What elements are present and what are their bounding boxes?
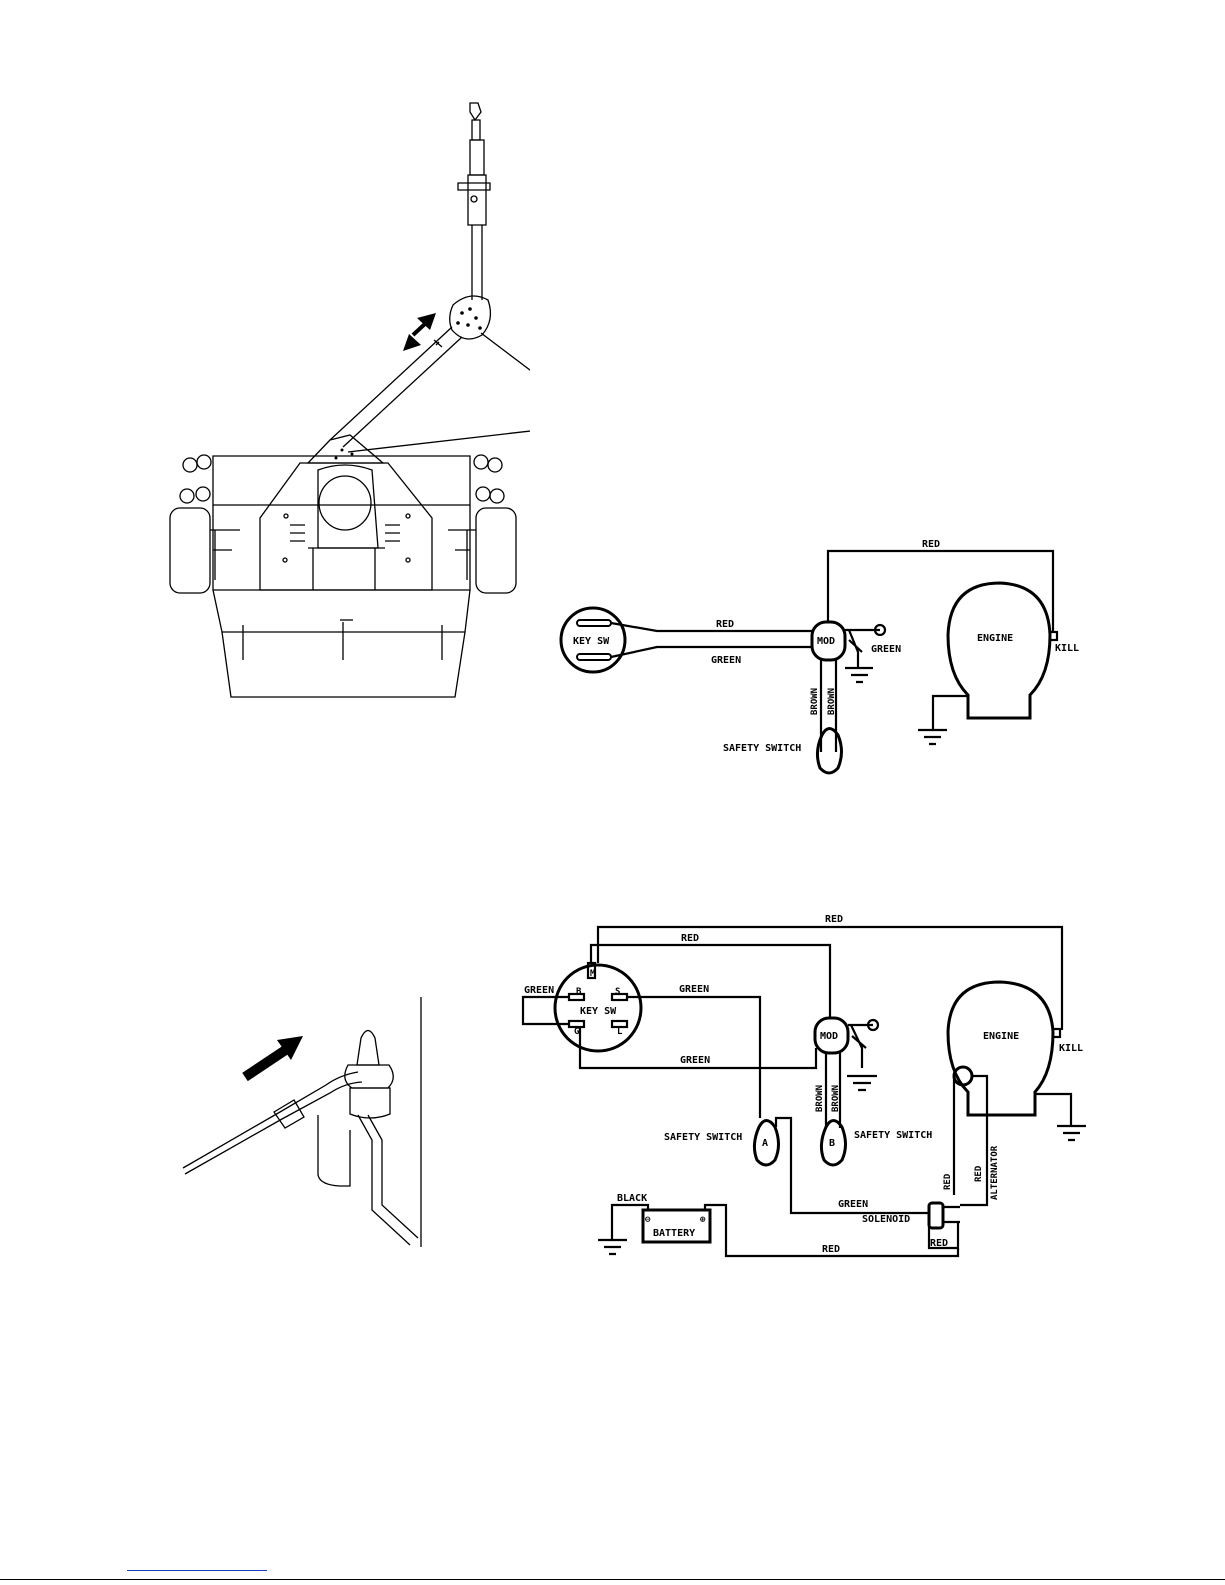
mower-deck — [213, 435, 470, 697]
mod-label: MOD — [820, 1031, 838, 1042]
battery-pos: ⊕ — [700, 1215, 706, 1225]
control-lever-illustration — [175, 995, 430, 1250]
wire-red-battery: RED — [822, 1244, 840, 1255]
wire-red-top: RED — [922, 539, 940, 550]
front-wheels — [180, 455, 504, 503]
wiring-diagram-electric-start: KEY SW M B S G L RED RED GREEN GREEN GRE… — [515, 905, 1095, 1265]
wire-red-sol-2: RED — [930, 1238, 948, 1249]
wire-green-b: GREEN — [524, 985, 554, 996]
control-lever — [183, 997, 421, 1247]
mower-illustration — [150, 90, 530, 710]
mod-module: MOD GREEN — [812, 622, 901, 682]
rear-wheels — [170, 508, 516, 593]
mod-label: MOD — [817, 636, 835, 647]
adjust-arrow-icon — [403, 313, 436, 351]
callout-lines — [348, 333, 530, 452]
safety-switch-a-label: SAFETY SWITCH — [664, 1132, 742, 1143]
engine: ENGINE KILL — [948, 982, 1086, 1140]
wire-green-mod: GREEN — [871, 644, 901, 655]
kill-label: KILL — [1059, 1043, 1083, 1054]
engine-label: ENGINE — [977, 633, 1013, 644]
mod-module: MOD — [815, 1018, 878, 1090]
wire-green-key: GREEN — [711, 655, 741, 666]
terminal-s: S — [615, 987, 620, 997]
safety-switch: SAFETY SWITCH — [723, 729, 842, 774]
terminal-g: G — [574, 1027, 579, 1037]
safety-switch-label: SAFETY SWITCH — [723, 743, 801, 754]
terminal-l: L — [617, 1027, 623, 1037]
wire-red-alt: RED — [974, 1165, 984, 1182]
wire-brown-1: BROWN — [815, 1085, 825, 1112]
wire-brown-2: BROWN — [831, 1085, 841, 1112]
battery-label: BATTERY — [653, 1228, 695, 1239]
solenoid: SOLENOID RED — [862, 1203, 960, 1249]
safety-switch-a-letter: A — [762, 1138, 768, 1149]
hitch-assembly — [330, 103, 490, 447]
safety-switch-b-label: SAFETY SWITCH — [854, 1130, 932, 1141]
wire-brown-1: BROWN — [810, 688, 820, 715]
safety-switch-b-letter: B — [829, 1138, 835, 1149]
direction-arrow-icon — [245, 1036, 303, 1077]
wire-red-top: RED — [825, 914, 843, 925]
terminal-b: B — [576, 987, 582, 997]
wire-green-s: GREEN — [679, 984, 709, 995]
key-switch-label: KEY SW — [580, 1006, 617, 1017]
wire-green-g: GREEN — [680, 1055, 710, 1066]
wire-green-solenoid: GREEN — [838, 1199, 868, 1210]
engine: ENGINE KILL — [918, 583, 1079, 744]
wiring-diagram-basic: KEY SW RED GREEN MOD GREEN RED ENGINE KI… — [550, 535, 1110, 780]
footer-link-underline — [127, 1570, 267, 1571]
solenoid-label: SOLENOID — [862, 1214, 910, 1225]
wire-brown-2: BROWN — [827, 688, 837, 715]
wire-red-sol-1: RED — [943, 1173, 953, 1190]
wire-black: BLACK — [617, 1193, 647, 1204]
wire-red-key: RED — [716, 619, 734, 630]
key-switch-label: KEY SW — [573, 636, 610, 647]
footer-rule — [0, 1579, 1225, 1580]
battery-neg: ⊖ — [645, 1215, 651, 1225]
key-switch: KEY SW — [561, 608, 625, 672]
safety-switch-b: B SAFETY SWITCH — [821, 1121, 932, 1166]
kill-label: KILL — [1055, 643, 1079, 654]
engine-label: ENGINE — [983, 1031, 1019, 1042]
terminal-m: M — [590, 969, 596, 979]
key-switch-5pin: KEY SW M B S G L — [555, 963, 641, 1051]
alternator-label: ALTERNATOR — [990, 1145, 1000, 1200]
wire-red-m: RED — [681, 933, 699, 944]
